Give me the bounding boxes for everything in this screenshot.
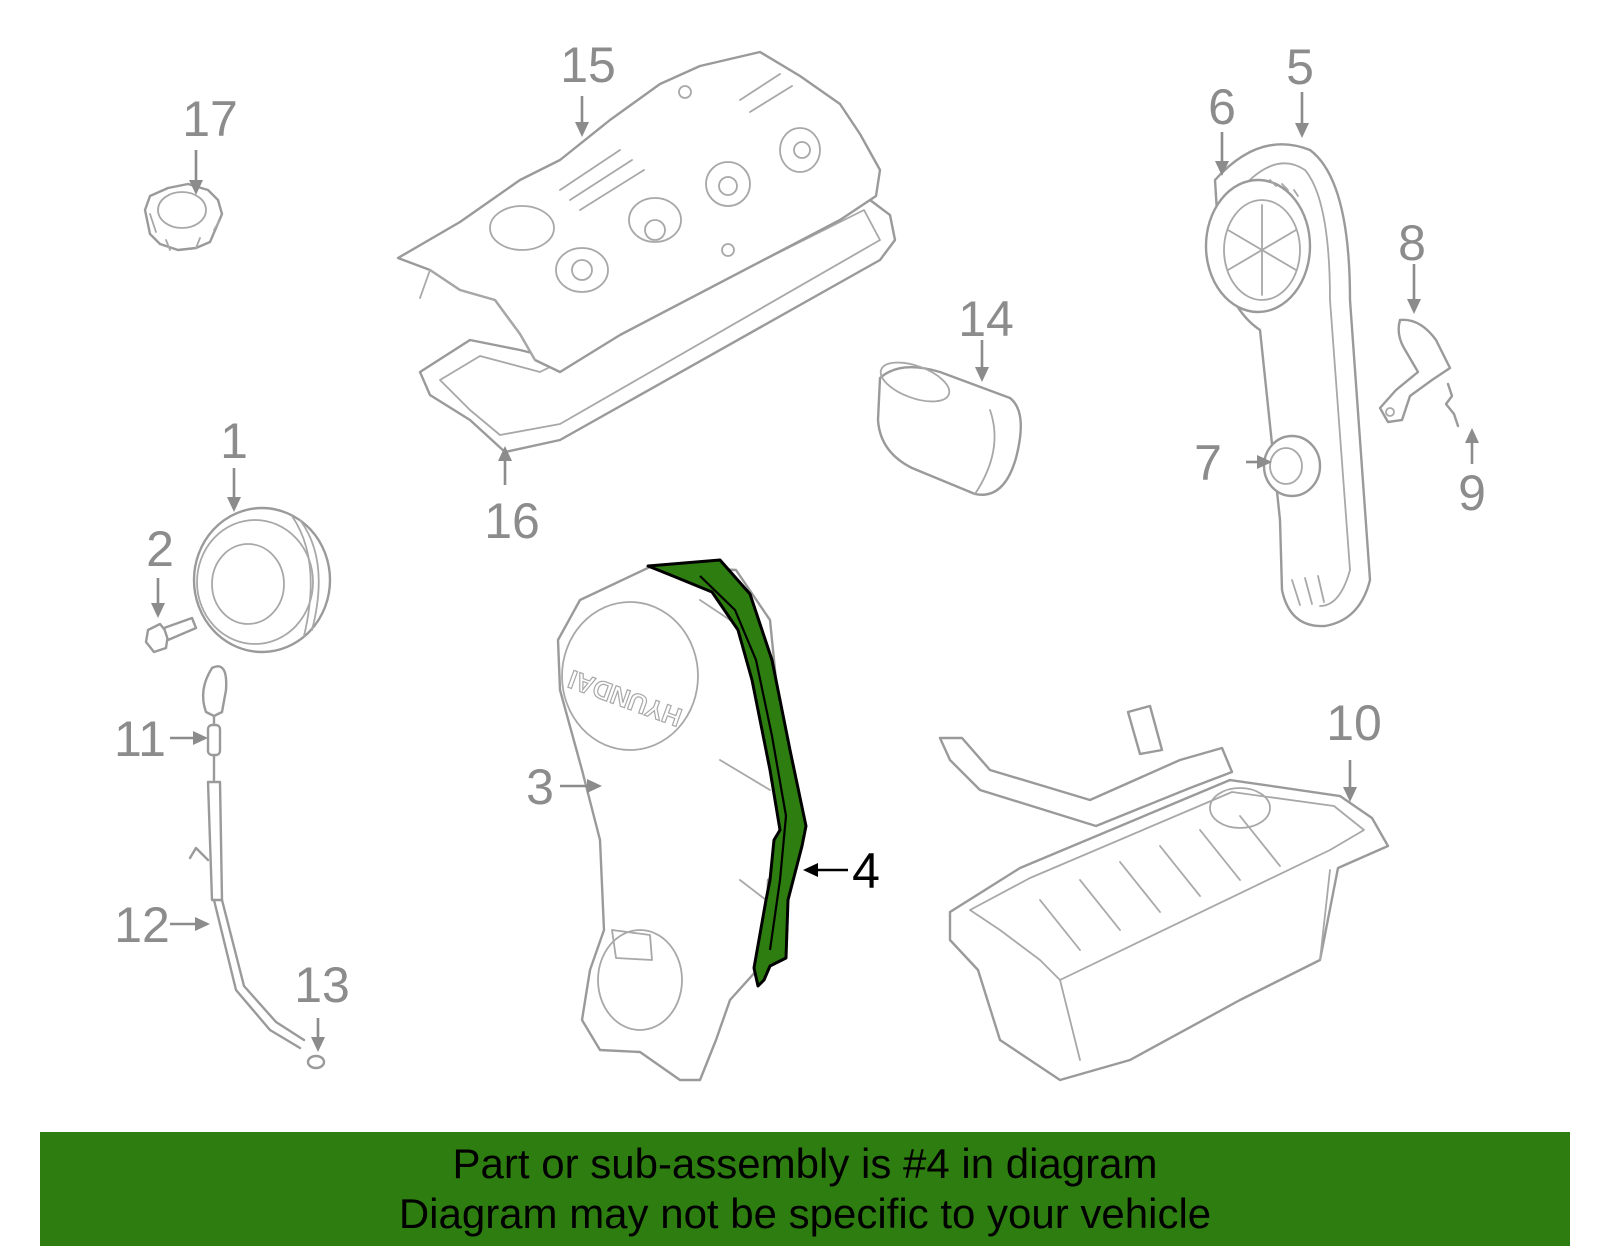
part-10-oil-pickup[interactable] <box>938 704 1234 828</box>
callout-16[interactable]: 16 <box>484 493 540 549</box>
banner-line-2: Diagram may not be specific to your vehi… <box>398 1190 1212 1237</box>
banner-line-1: Part or sub-assembly is #4 in diagram <box>452 1140 1158 1187</box>
info-banner: Part or sub-assembly is #4 in diagram Di… <box>40 1132 1570 1246</box>
part-16-valve-cover-gasket[interactable] <box>418 198 897 454</box>
part-13-dipstick-o-ring[interactable] <box>306 1054 326 1070</box>
part-8-tensioner-bracket[interactable] <box>1378 318 1452 424</box>
part-2-pulley-bolt[interactable] <box>144 616 198 654</box>
callout-14[interactable]: 14 <box>958 291 1014 347</box>
callout-15[interactable]: 15 <box>560 37 616 93</box>
callout-17[interactable]: 17 <box>182 91 238 147</box>
callout-12[interactable]: 12 <box>114 897 170 953</box>
callout-5[interactable]: 5 <box>1286 39 1314 95</box>
part-4-highlighted-timing-cover-seal[interactable] <box>646 558 808 988</box>
part-6-camshaft-sprocket[interactable] <box>1204 178 1312 314</box>
callout-4[interactable]: 4 <box>852 843 880 899</box>
part-17-oil-filler-cap[interactable] <box>143 182 224 252</box>
parts-diagram: HYUNDAI <box>114 37 1486 1082</box>
callout-11[interactable]: 11 <box>114 711 166 767</box>
part-10-oil-pan[interactable] <box>948 778 1390 1082</box>
part-1-crankshaft-pulley[interactable] <box>192 506 332 654</box>
callout-10[interactable]: 10 <box>1326 695 1382 751</box>
callout-8[interactable]: 8 <box>1398 215 1426 271</box>
part-12-dipstick-guide-tube[interactable] <box>188 780 306 1050</box>
part-9-tensioner-spring[interactable] <box>1444 382 1460 428</box>
callout-3[interactable]: 3 <box>526 759 554 815</box>
callout-6[interactable]: 6 <box>1208 79 1236 135</box>
callout-numbers: 17 15 16 14 5 6 7 8 9 10 1 2 11 12 13 3 … <box>114 37 1486 1013</box>
callout-leaders <box>151 92 1479 1052</box>
callout-9[interactable]: 9 <box>1458 465 1486 521</box>
part-11-oil-dipstick[interactable] <box>201 665 228 782</box>
callout-1[interactable]: 1 <box>220 413 248 469</box>
callout-2[interactable]: 2 <box>146 521 174 577</box>
callout-7[interactable]: 7 <box>1194 435 1222 491</box>
callout-13[interactable]: 13 <box>294 957 350 1013</box>
part-7-belt-tensioner[interactable] <box>1262 434 1322 498</box>
part-14-oil-filter[interactable] <box>876 355 1022 496</box>
part-3-timing-belt-cover[interactable]: HYUNDAI <box>556 564 794 1082</box>
part-15-valve-cover[interactable] <box>396 50 882 374</box>
